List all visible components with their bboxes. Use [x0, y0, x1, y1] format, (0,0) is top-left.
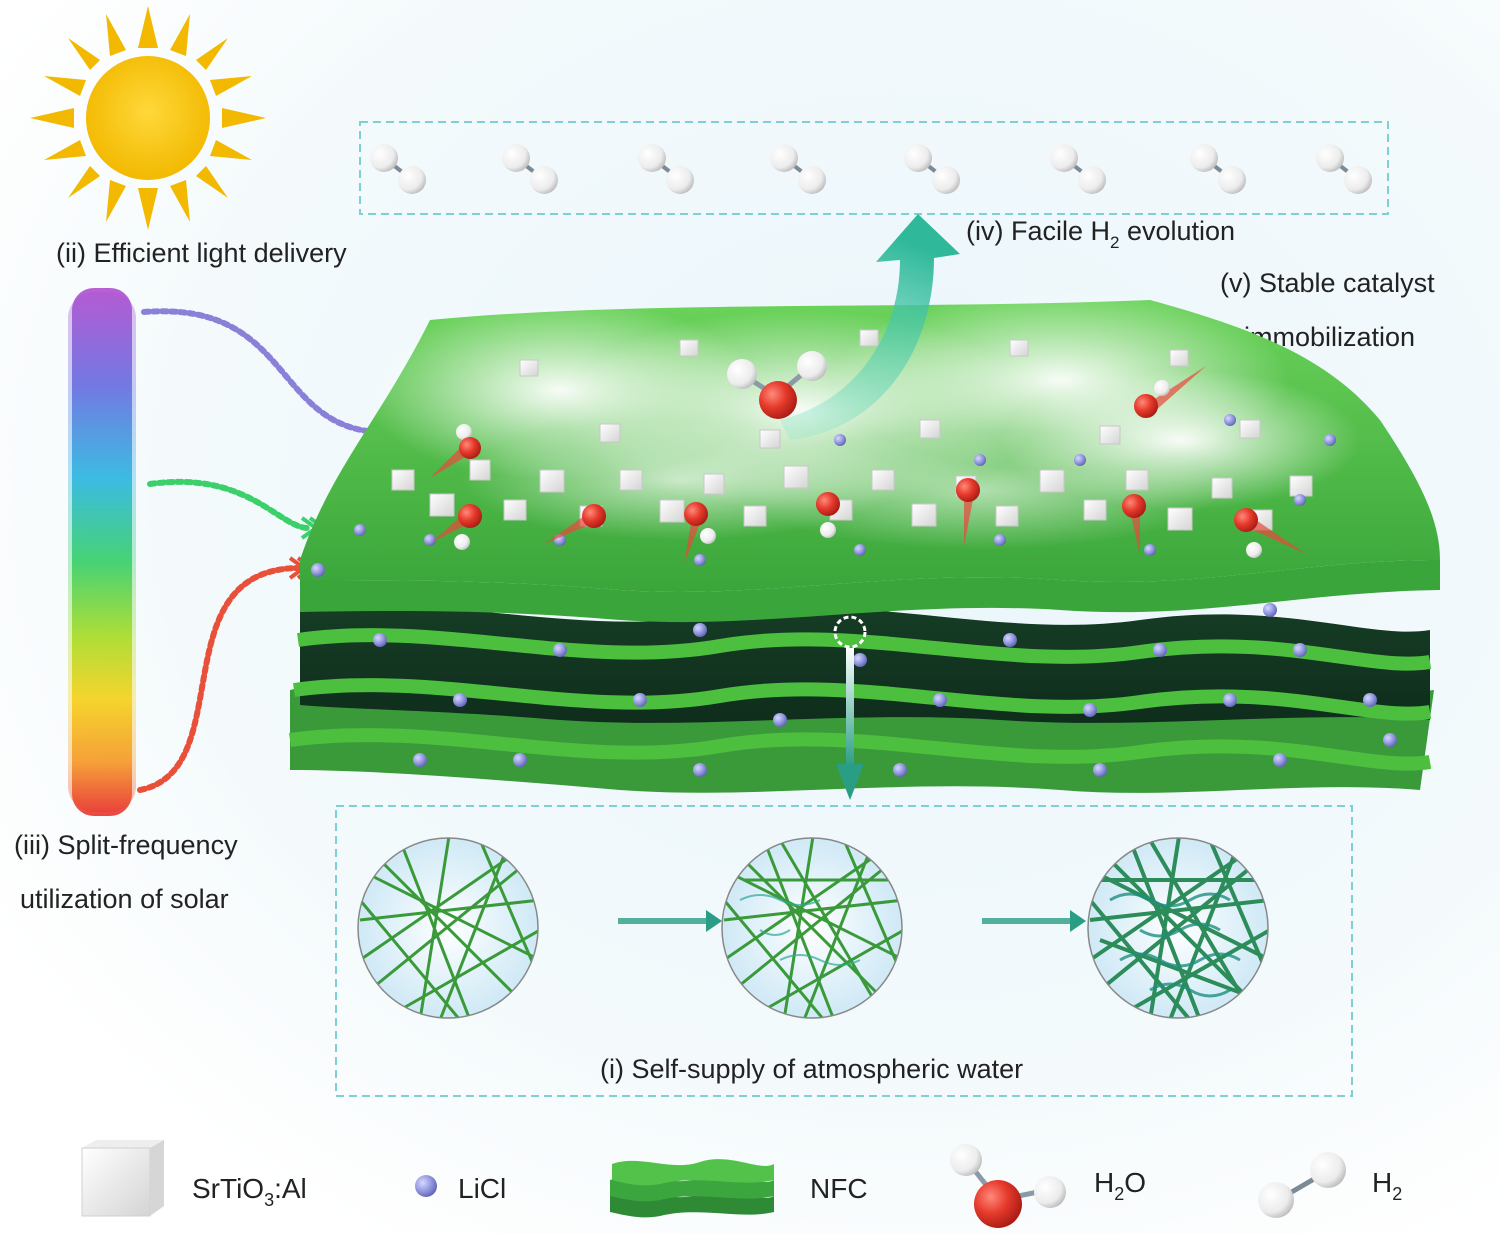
red-light-arrow — [137, 565, 301, 793]
legend: SrTiO3:Al LiCl NFC H2O H2 — [81, 1140, 1402, 1228]
h2-molecules-row — [370, 144, 1372, 194]
adsorbed-water-molecule — [727, 351, 827, 419]
label-split-frequency-line1: (iii) Split-frequency — [14, 830, 238, 860]
solar-spectrum-bar — [68, 288, 136, 816]
legend-nfc-icon — [610, 1159, 774, 1218]
legend-h2-icon — [1258, 1152, 1346, 1218]
licl-particles — [311, 414, 1397, 777]
fibre-circle-dry — [357, 837, 539, 1019]
fibre-circle-absorbing — [721, 837, 903, 1019]
legend-licl-label: LiCl — [458, 1173, 506, 1204]
sun-icon — [30, 6, 266, 230]
zoom-indicator-circle — [833, 615, 867, 649]
label-split-frequency-line2: utilization of solar — [20, 884, 229, 914]
light-arrows — [137, 308, 399, 793]
legend-h2o-label: H2O — [1094, 1167, 1146, 1204]
legend-srtio3-label: SrTiO3:Al — [192, 1173, 307, 1210]
green-light-arrow — [147, 479, 313, 531]
fibre-zoom-box — [335, 805, 1353, 1097]
fibre-transition-arrows — [618, 910, 1086, 932]
legend-nfc-label: NFC — [810, 1173, 868, 1204]
legend-h2o-icon — [950, 1144, 1066, 1228]
label-stable-catalyst-line1: (v) Stable catalyst — [1220, 268, 1435, 298]
legend-licl-icon — [415, 1175, 437, 1197]
label-efficient-light-delivery: (ii) Efficient light delivery — [56, 238, 347, 268]
label-h2-evolution: (iv) Facile H2 evolution — [966, 216, 1235, 252]
label-self-supply-water: (i) Self-supply of atmospheric water — [600, 1054, 1023, 1084]
legend-srtio3-cube-icon — [81, 1140, 164, 1217]
h2-release-box — [359, 121, 1389, 215]
h2-evolution-arrow — [780, 214, 960, 440]
violet-light-arrow — [141, 308, 399, 436]
zoom-down-arrow — [836, 648, 864, 800]
surface-water-molecules — [430, 366, 1306, 564]
fibre-circle-saturated — [1087, 837, 1269, 1019]
legend-h2-label: H2 — [1372, 1167, 1402, 1204]
